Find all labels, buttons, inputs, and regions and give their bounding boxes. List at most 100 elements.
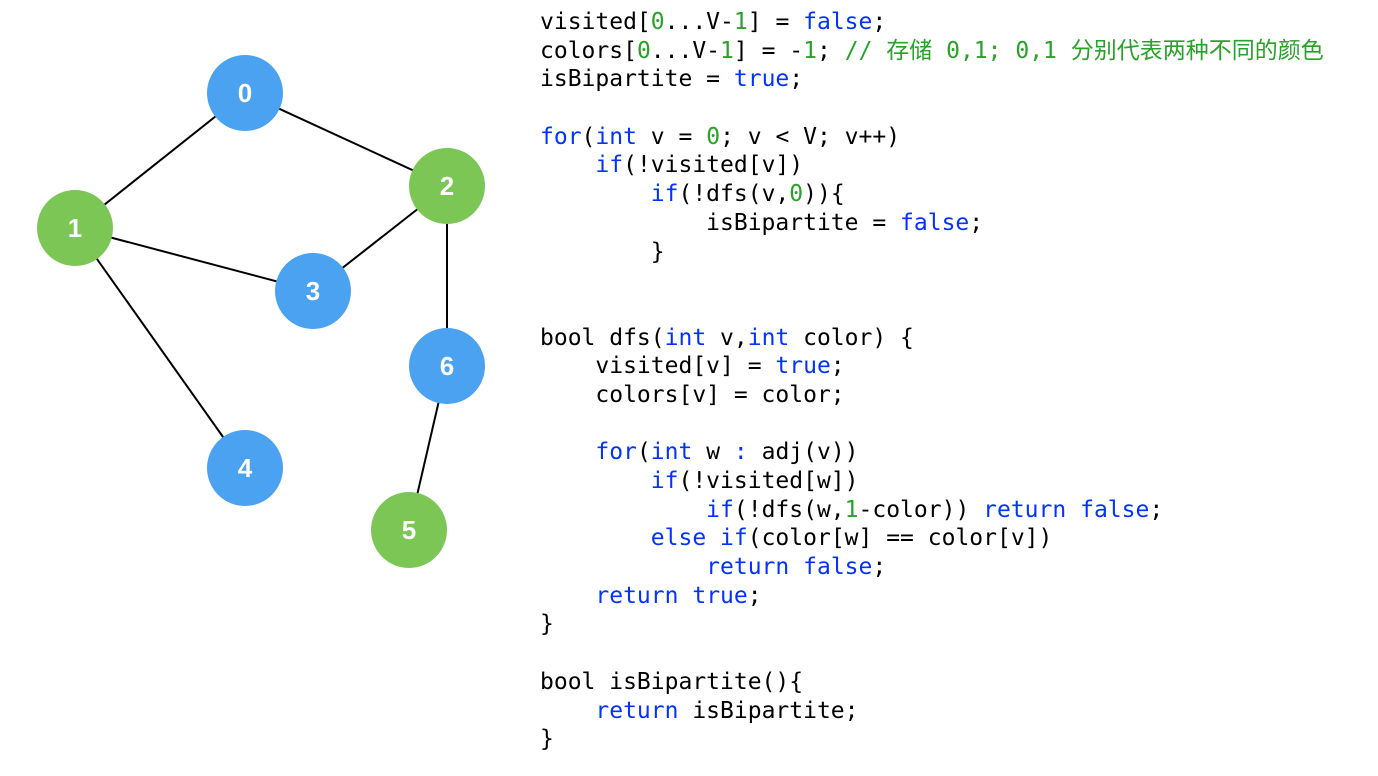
code-token-plain: ; — [872, 554, 887, 581]
code-line: for(int v = 0; v < V; v++) — [540, 123, 1324, 152]
code-token-plain: } — [540, 726, 554, 753]
code-token-plain: } — [540, 238, 665, 265]
code-line: } — [540, 725, 1324, 754]
graph-node-label-0: 0 — [238, 78, 252, 108]
graph-node-label-4: 4 — [238, 453, 253, 483]
code-line: if(!visited[w]) — [540, 467, 1324, 496]
code-token-plain: ; v < V; v++) — [720, 123, 901, 150]
code-token-plain: isBipartite = — [540, 66, 734, 93]
graph-node-label-6: 6 — [440, 351, 454, 381]
code-token-kw: int — [650, 439, 693, 466]
code-token-plain — [678, 583, 692, 609]
code-line: visited[v] = true; — [540, 352, 1324, 381]
code-line: return true; — [540, 582, 1324, 611]
code-token-num: 1 — [803, 37, 818, 64]
code-token-plain: } — [540, 611, 554, 638]
code-token-plain — [540, 497, 706, 523]
graph-edge-1-3 — [74, 227, 314, 292]
code-token-plain — [540, 468, 651, 494]
code-line — [540, 639, 1324, 668]
code-token-plain — [706, 525, 720, 551]
graph-node-4 — [207, 430, 283, 506]
code-token-num: 1 — [844, 496, 859, 523]
code-token-kw: for — [595, 439, 637, 466]
code-token-plain: (!dfs(v, — [678, 181, 790, 208]
code-line: } — [540, 238, 1324, 267]
code-token-kw: if — [595, 152, 624, 179]
code-line: } — [540, 610, 1324, 639]
code-line: colors[0...V-1] = -1; // 存储 0,1; 0,1 分别代… — [540, 37, 1324, 66]
graph-node-1 — [37, 190, 113, 266]
code-token-kw: else — [650, 525, 707, 552]
code-token-kw: if — [650, 181, 679, 208]
graph-node-label-2: 2 — [440, 171, 454, 201]
graph-edge-1-4 — [74, 227, 246, 469]
code-token-plain: ; — [789, 66, 804, 93]
code-token-kw: if — [720, 525, 748, 552]
code-line: if(!visited[v]) — [540, 151, 1324, 180]
code-token-plain: visited[v] = — [540, 353, 776, 380]
code-token-plain — [540, 554, 706, 580]
code-token-plain: ; — [969, 209, 984, 236]
code-token-plain: ...V- — [664, 9, 734, 35]
code-token-kw: for — [540, 123, 582, 150]
code-token-plain: (!visited[w]) — [678, 468, 859, 494]
code-token-kw: : — [733, 439, 748, 466]
code-line — [540, 410, 1324, 439]
code-token-kw: return — [706, 554, 790, 581]
code-token-plain: (!dfs(w, — [733, 496, 845, 523]
code-token-plain: -color)) — [858, 496, 984, 523]
code-token-plain: v, — [706, 324, 748, 351]
code-line: bool dfs(int v,int color) { — [540, 324, 1324, 353]
code-token-plain — [540, 583, 595, 609]
code-token-kw: int — [595, 123, 637, 150]
code-token-plain: colors[ — [540, 37, 637, 64]
code-token-plain — [540, 698, 595, 724]
code-token-plain — [540, 525, 651, 551]
code-token-comment: // 存储 0,1; 0,1 分别代表两种不同的颜色 — [844, 37, 1324, 64]
code-token-num: 0 — [650, 9, 665, 35]
code-token-kw: int — [664, 324, 707, 351]
code-token-kw: if — [650, 468, 679, 494]
code-token-kw: true — [775, 353, 831, 380]
code-token-kw: false — [803, 9, 873, 35]
code-token-plain — [540, 439, 595, 465]
code-token-plain: colors[v] = color; — [540, 381, 845, 408]
code-token-plain: ( — [581, 123, 596, 150]
code-token-plain: adj(v)) — [747, 439, 859, 466]
code-token-num: 0 — [706, 123, 721, 150]
graph-node-5 — [371, 492, 447, 568]
code-token-plain: v = — [636, 123, 707, 150]
code-line: visited[0...V-1] = false; — [540, 8, 1324, 37]
code-line: isBipartite = false; — [540, 209, 1324, 238]
code-token-kw: true — [692, 582, 748, 609]
code-token-kw: if — [706, 496, 734, 523]
code-token-plain: ; — [872, 9, 887, 35]
code-token-plain: (!visited[v]) — [623, 152, 804, 179]
code-line: bool isBipartite(){ — [540, 668, 1324, 697]
code-token-kw: false — [900, 209, 970, 236]
code-token-kw: false — [1080, 496, 1150, 523]
code-token-plain: bool dfs( — [540, 324, 665, 351]
code-token-plain — [1066, 497, 1080, 523]
code-token-plain: ; — [830, 353, 845, 380]
graph-node-2 — [409, 148, 485, 224]
code-token-plain — [540, 181, 651, 207]
code-token-num: 0 — [789, 181, 804, 208]
code-token-plain: ] = — [747, 9, 804, 35]
graph-node-6 — [409, 328, 485, 404]
code-token-plain: ( — [636, 439, 651, 466]
code-token-plain — [789, 554, 803, 580]
code-token-plain: visited[ — [540, 9, 651, 35]
code-token-plain: isBipartite = — [540, 209, 901, 236]
code-token-plain: )){ — [803, 181, 845, 208]
code-token-plain: (color[w] == color[v]) — [747, 525, 1053, 552]
graph-node-label-5: 5 — [402, 515, 416, 545]
code-line — [540, 94, 1324, 123]
graph-node-3 — [275, 253, 351, 329]
code-token-plain: color) { — [789, 324, 914, 351]
code-token-plain: ; — [747, 582, 762, 609]
code-token-plain: ] = - — [733, 37, 804, 64]
